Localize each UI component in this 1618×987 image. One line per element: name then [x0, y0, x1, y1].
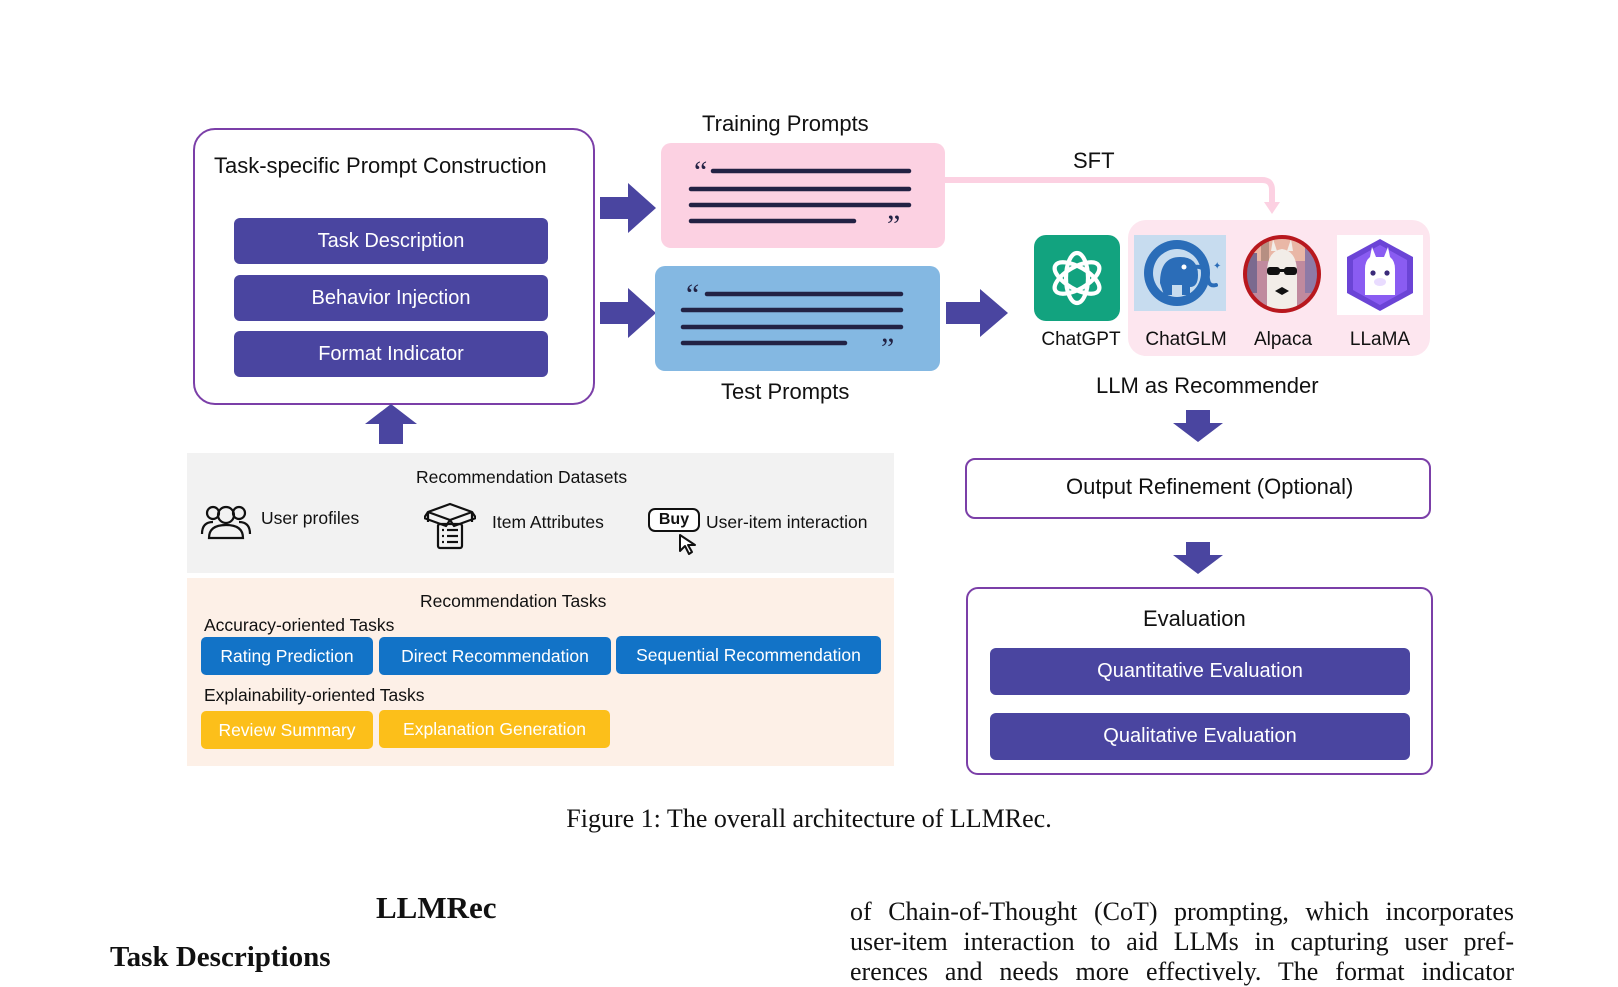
arrow-up-to-construction [365, 404, 417, 444]
cursor-icon [679, 534, 696, 555]
openai-logo-icon [1034, 235, 1120, 321]
buy-label: Buy [658, 511, 690, 528]
figure-caption: Figure 1: The overall architecture of LL… [566, 804, 1052, 833]
llm-name-alpaca: Alpaca [1253, 329, 1313, 350]
text-line-3: erences and needs more effectively. The … [850, 957, 1514, 986]
svg-text:✦: ✦ [1213, 261, 1221, 272]
alpaca-logo-icon [1243, 235, 1321, 313]
evaluation-title: Evaluation [1143, 606, 1246, 631]
sft-label: SFT [1073, 148, 1115, 173]
elephant-logo-icon: ✦ [1134, 235, 1226, 311]
output-refinement-label: Output Refinement (Optional) [1066, 474, 1354, 499]
llm-recommender-caption: LLM as Recommender [1096, 373, 1319, 398]
section-title: LLMRec [376, 890, 497, 925]
test-prompt-card [655, 266, 940, 371]
llm-name-llama: LLaMA [1349, 329, 1411, 350]
sequential-recommendation-task: Sequential Recommendation [616, 636, 881, 674]
buy-button-icon: Buy [648, 508, 700, 532]
svg-text:“: “ [694, 155, 707, 188]
item-attributes-label: Item Attributes [492, 512, 604, 532]
item-box-icon [424, 502, 476, 550]
right-column-text: of Chain-of-Thought (CoT) prompting, whi… [850, 897, 1514, 987]
arrow-to-llms [946, 289, 1008, 337]
qualitative-evaluation-pill: Qualitative Evaluation [990, 713, 1410, 760]
test-prompts-label: Test Prompts [721, 379, 850, 404]
behavior-injection-pill: Behavior Injection [234, 275, 548, 321]
sft-arrow [944, 177, 1280, 214]
subsection-title: Task Descriptions [110, 941, 331, 973]
arrow-down-to-refinement [1173, 410, 1223, 442]
user-profiles-label: User profiles [261, 508, 360, 528]
svg-text:”: ” [881, 332, 894, 365]
accuracy-tasks-label: Accuracy-oriented Tasks [204, 615, 395, 635]
svg-text:”: ” [887, 209, 900, 242]
llm-name-chatglm: ChatGLM [1145, 329, 1227, 350]
quantitative-evaluation-pill: Quantitative Evaluation [990, 648, 1410, 695]
arrow-down-to-evaluation [1173, 542, 1223, 574]
explainability-tasks-label: Explainability-oriented Tasks [204, 685, 425, 705]
llm-name-chatgpt: ChatGPT [1041, 329, 1121, 350]
prompt-construction-title: Task-specific Prompt Construction [214, 153, 547, 178]
review-summary-task: Review Summary [201, 711, 373, 749]
direct-recommendation-task: Direct Recommendation [379, 637, 611, 675]
text-line-2: user-item interaction to aid LLMs in cap… [850, 927, 1514, 956]
svg-text:“: “ [686, 278, 699, 311]
training-prompts-label: Training Prompts [702, 111, 869, 136]
llama-logo-icon [1337, 235, 1423, 315]
arrow-to-test [600, 288, 656, 338]
output-refinement-box [965, 458, 1431, 519]
tasks-title: Recommendation Tasks [420, 591, 607, 611]
user-item-interaction-label: User-item interaction [706, 512, 868, 532]
explanation-generation-task: Explanation Generation [379, 710, 610, 748]
training-prompt-card [661, 143, 945, 248]
datasets-title: Recommendation Datasets [416, 467, 628, 487]
format-indicator-pill: Format Indicator [234, 331, 548, 377]
test-prompt-lines: “ ” [680, 278, 904, 365]
task-description-pill: Task Description [234, 218, 548, 264]
users-icon [200, 505, 252, 540]
arrow-to-training [600, 183, 656, 233]
text-line-1: of Chain-of-Thought (CoT) prompting, whi… [850, 897, 1514, 926]
recommendation-datasets-panel [187, 453, 894, 573]
training-prompt-lines: “ ” [688, 155, 912, 242]
rating-prediction-task: Rating Prediction [201, 637, 373, 675]
